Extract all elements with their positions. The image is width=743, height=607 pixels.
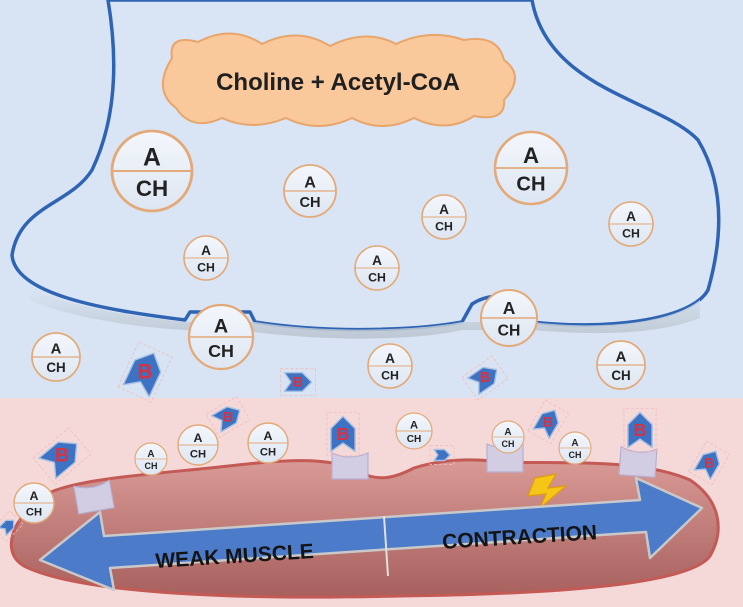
acetylcholine-vesicle: A CH [367, 343, 413, 389]
lightning-bolt-icon [527, 473, 568, 509]
acetylcholine-a-label: A [626, 209, 636, 224]
acetylcholine-ch-label: CH [381, 369, 399, 383]
acetylcholine-ch-label: CH [260, 446, 276, 458]
acetylcholine-ch-label: CH [502, 439, 515, 449]
acetylcholine-a-label: A [523, 143, 539, 168]
acetylcholine-ch-label: CH [435, 220, 453, 234]
precursor-label: Choline + Acetyl-CoA [216, 69, 460, 96]
receptor-layer [73, 443, 658, 515]
blocker-layer: B B B B B B B B B [0, 341, 731, 542]
blocker-b-letter: B [634, 420, 647, 440]
acetylcholine-ch-label: CH [136, 176, 168, 201]
acetylcholine-ch-label: CH [622, 227, 640, 241]
acetylcholine-a-label: A [504, 427, 511, 438]
acetylcholine-ch-label: CH [197, 261, 215, 275]
blocker-b-tag: B [205, 395, 251, 439]
acetylcholine-vesicle: A CH [354, 245, 400, 291]
acetylcholine-ch-label: CH [569, 450, 582, 460]
acetylcholine-ch-label: CH [516, 173, 545, 195]
acetylcholine-vesicle: A CH [493, 130, 569, 206]
acetylcholine-vesicle: A CH [395, 412, 433, 450]
acetylcholine-a-label: A [194, 431, 203, 445]
acetylcholine-ch-label: CH [26, 506, 42, 518]
blocker-b-letter: B [293, 375, 303, 390]
acetylcholine-ch-label: CH [299, 195, 320, 211]
acetylcholine-receptor [331, 452, 369, 480]
blocker-b-tag [0, 510, 24, 542]
acetylcholine-vesicle: A CH [110, 129, 194, 213]
blocker-b-letter: B [543, 415, 553, 430]
precursor-cloud [162, 32, 516, 127]
blocker-b-letter: B [137, 361, 152, 384]
acetylcholine-vesicle: A CH [421, 194, 467, 240]
acetylcholine-a-label: A [143, 144, 161, 171]
acetylcholine-vesicle: A CH [177, 424, 219, 466]
acetylcholine-a-label: A [214, 316, 228, 338]
blocker-b-tag: B [117, 341, 173, 403]
acetylcholine-ch-label: CH [498, 322, 521, 339]
acetylcholine-ch-label: CH [368, 271, 386, 285]
blocker-b-tag: B [279, 368, 317, 396]
acetylcholine-vesicle: ACH [134, 442, 168, 476]
blocker-b-tag: B [623, 407, 657, 453]
blocker-b-letter: B [55, 446, 69, 467]
acetylcholine-a-label: A [385, 351, 395, 366]
blocker-b-letter: B [337, 424, 350, 444]
blocker-b-tag: B [526, 399, 570, 445]
blocker-b-tag [429, 445, 455, 465]
acetylcholine-a-label: A [264, 429, 273, 443]
acetylcholine-receptor [73, 479, 115, 515]
blocker-b-letter: B [480, 370, 490, 386]
acetylcholine-vesicle: A CH [187, 303, 255, 371]
blocker-b-tag: B [326, 411, 360, 457]
acetylcholine-a-label: A [410, 419, 418, 431]
acetylcholine-a-label: A [30, 489, 39, 503]
acetylcholine-vesicle: A CH [283, 164, 337, 218]
acetylcholine-a-label: A [51, 342, 62, 358]
acetylcholine-vesicle: A CH [480, 289, 538, 347]
acetylcholine-a-label: A [503, 298, 516, 318]
acetylcholine-a-label: A [439, 202, 449, 217]
acetylcholine-ch-label: CH [611, 368, 630, 383]
blocker-b-tag: B [461, 355, 509, 401]
blocker-b-tag: B [687, 440, 731, 486]
acetylcholine-vesicle: A CH [31, 332, 81, 382]
blocker-b-tag: B [32, 427, 92, 485]
acetylcholine-a-label: A [571, 438, 578, 449]
acetylcholine-vesicle: A CH [596, 340, 646, 390]
acetylcholine-a-label: A [372, 253, 382, 268]
contraction-double-arrow [38, 476, 704, 592]
arrow-divider [383, 515, 389, 577]
blocker-b-letter: B [223, 410, 233, 425]
acetylcholine-vesicle: A CH [13, 482, 55, 524]
acetylcholine-a-label: A [201, 243, 211, 258]
acetylcholine-ch-label: CH [46, 360, 65, 375]
acetylcholine-vesicle: ACH [558, 431, 592, 465]
acetylcholine-vesicle: A CH [247, 422, 289, 464]
acetylcholine-vesicle: A CH [608, 201, 654, 247]
acetylcholine-ch-label: CH [190, 448, 206, 460]
acetylcholine-ch-label: CH [407, 434, 422, 445]
acetylcholine-a-label: A [616, 350, 627, 366]
acetylcholine-receptor [618, 445, 658, 478]
acetylcholine-a-label: A [147, 449, 154, 460]
acetylcholine-vesicle: ACH [491, 420, 525, 454]
acetylcholine-ch-label: CH [208, 341, 234, 361]
acetylcholine-vesicle: A CH [183, 235, 229, 281]
blocker-b-letter: B [704, 456, 714, 471]
acetylcholine-ch-label: CH [145, 461, 158, 471]
acetylcholine-a-label: A [304, 173, 316, 191]
